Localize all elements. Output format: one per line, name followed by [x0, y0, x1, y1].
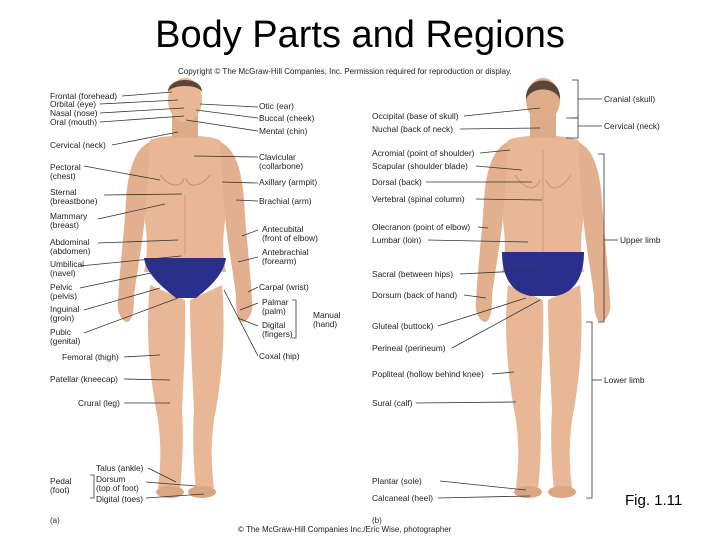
label-umbilical: Umbilical (navel) [50, 260, 84, 278]
label-nuchal: Nuchal (back of neck) [372, 125, 453, 134]
label-antebrachial: Antebrachial (forearm) [262, 248, 309, 266]
label-buccal: Buccal (cheek) [259, 114, 314, 123]
label-antecubital: Antecubital (front of elbow) [262, 225, 318, 243]
label-cervical-anterior: Cervical (neck) [50, 141, 106, 150]
label-perineal: Perineal (perineum) [372, 344, 446, 353]
panel-label-b: (b) [372, 516, 382, 525]
label-talus: Talus (ankle) [96, 464, 143, 473]
label-digital-fingers: Digital (fingers) [262, 321, 293, 339]
label-femoral: Femoral (thigh) [62, 353, 119, 362]
label-digital-toes: Digital (toes) [96, 495, 143, 504]
label-upper-limb: Upper limb [620, 236, 661, 245]
label-lower-limb: Lower limb [604, 376, 645, 385]
panel-label-a: (a) [50, 516, 60, 525]
label-patellar: Patellar (kneecap) [50, 375, 118, 384]
label-vertebral: Vertebral (spinal column) [372, 195, 465, 204]
label-brachial: Brachial (arm) [259, 197, 312, 206]
label-popliteal: Popliteal (hollow behind knee) [372, 370, 484, 379]
label-pelvic: Pelvic (pelvis) [50, 283, 77, 301]
label-calcaneal: Calcaneal (heel) [372, 494, 433, 503]
label-cranial: Cranial (skull) [604, 95, 655, 104]
label-abdominal: Abdominal (abdomen) [50, 238, 91, 256]
label-olecranon: Olecranon (point of elbow) [372, 223, 470, 232]
label-coxal: Coxal (hip) [259, 352, 300, 361]
label-cervical-posterior: Cervical (neck) [604, 122, 660, 131]
label-carpal: Carpal (wrist) [259, 283, 309, 292]
label-dorsal: Dorsal (back) [372, 178, 422, 187]
posterior-figure [476, 78, 611, 498]
label-clavicular: Clavicular (collarbone) [259, 153, 303, 171]
label-oral: Oral (mouth) [50, 118, 97, 127]
label-mammary: Mammary (breast) [50, 212, 87, 230]
label-acromial: Acromial (point of shoulder) [372, 149, 474, 158]
label-inguinal: Inguinal (groin) [50, 305, 79, 323]
anterior-figure [118, 78, 253, 498]
label-otic: Otic (ear) [259, 102, 294, 111]
label-scapular: Scapular (shoulder blade) [372, 162, 468, 171]
label-pedal: Pedal (foot) [50, 477, 71, 495]
label-crural: Crural (leg) [78, 399, 120, 408]
label-sacral: Sacral (between hips) [372, 270, 453, 279]
label-gluteal: Gluteal (buttock) [372, 322, 433, 331]
label-occipital: Occipital (base of skull) [372, 112, 459, 121]
label-pubic: Pubic (genital) [50, 328, 80, 346]
label-lumbar: Lumbar (loin) [372, 236, 421, 245]
label-sternal: Sternal (breastbone) [50, 188, 98, 206]
label-manual: Manual (hand) [313, 311, 340, 329]
label-mental: Mental (chin) [259, 127, 307, 136]
label-pectoral: Pectoral (chest) [50, 163, 81, 181]
label-sural: Sural (calf) [372, 399, 413, 408]
label-palmar: Palmar (palm) [262, 298, 289, 316]
label-dorsum-hand: Dorsum (back of hand) [372, 291, 457, 300]
label-axillary: Axillary (armpit) [259, 178, 317, 187]
label-dorsum-foot: Dorsum (top of foot) [96, 475, 139, 493]
figure-number: Fig. 1.11 [625, 492, 682, 509]
label-plantar: Plantar (sole) [372, 477, 422, 486]
photo-credit: © The McGraw-Hill Companies Inc./Eric Wi… [238, 525, 451, 534]
